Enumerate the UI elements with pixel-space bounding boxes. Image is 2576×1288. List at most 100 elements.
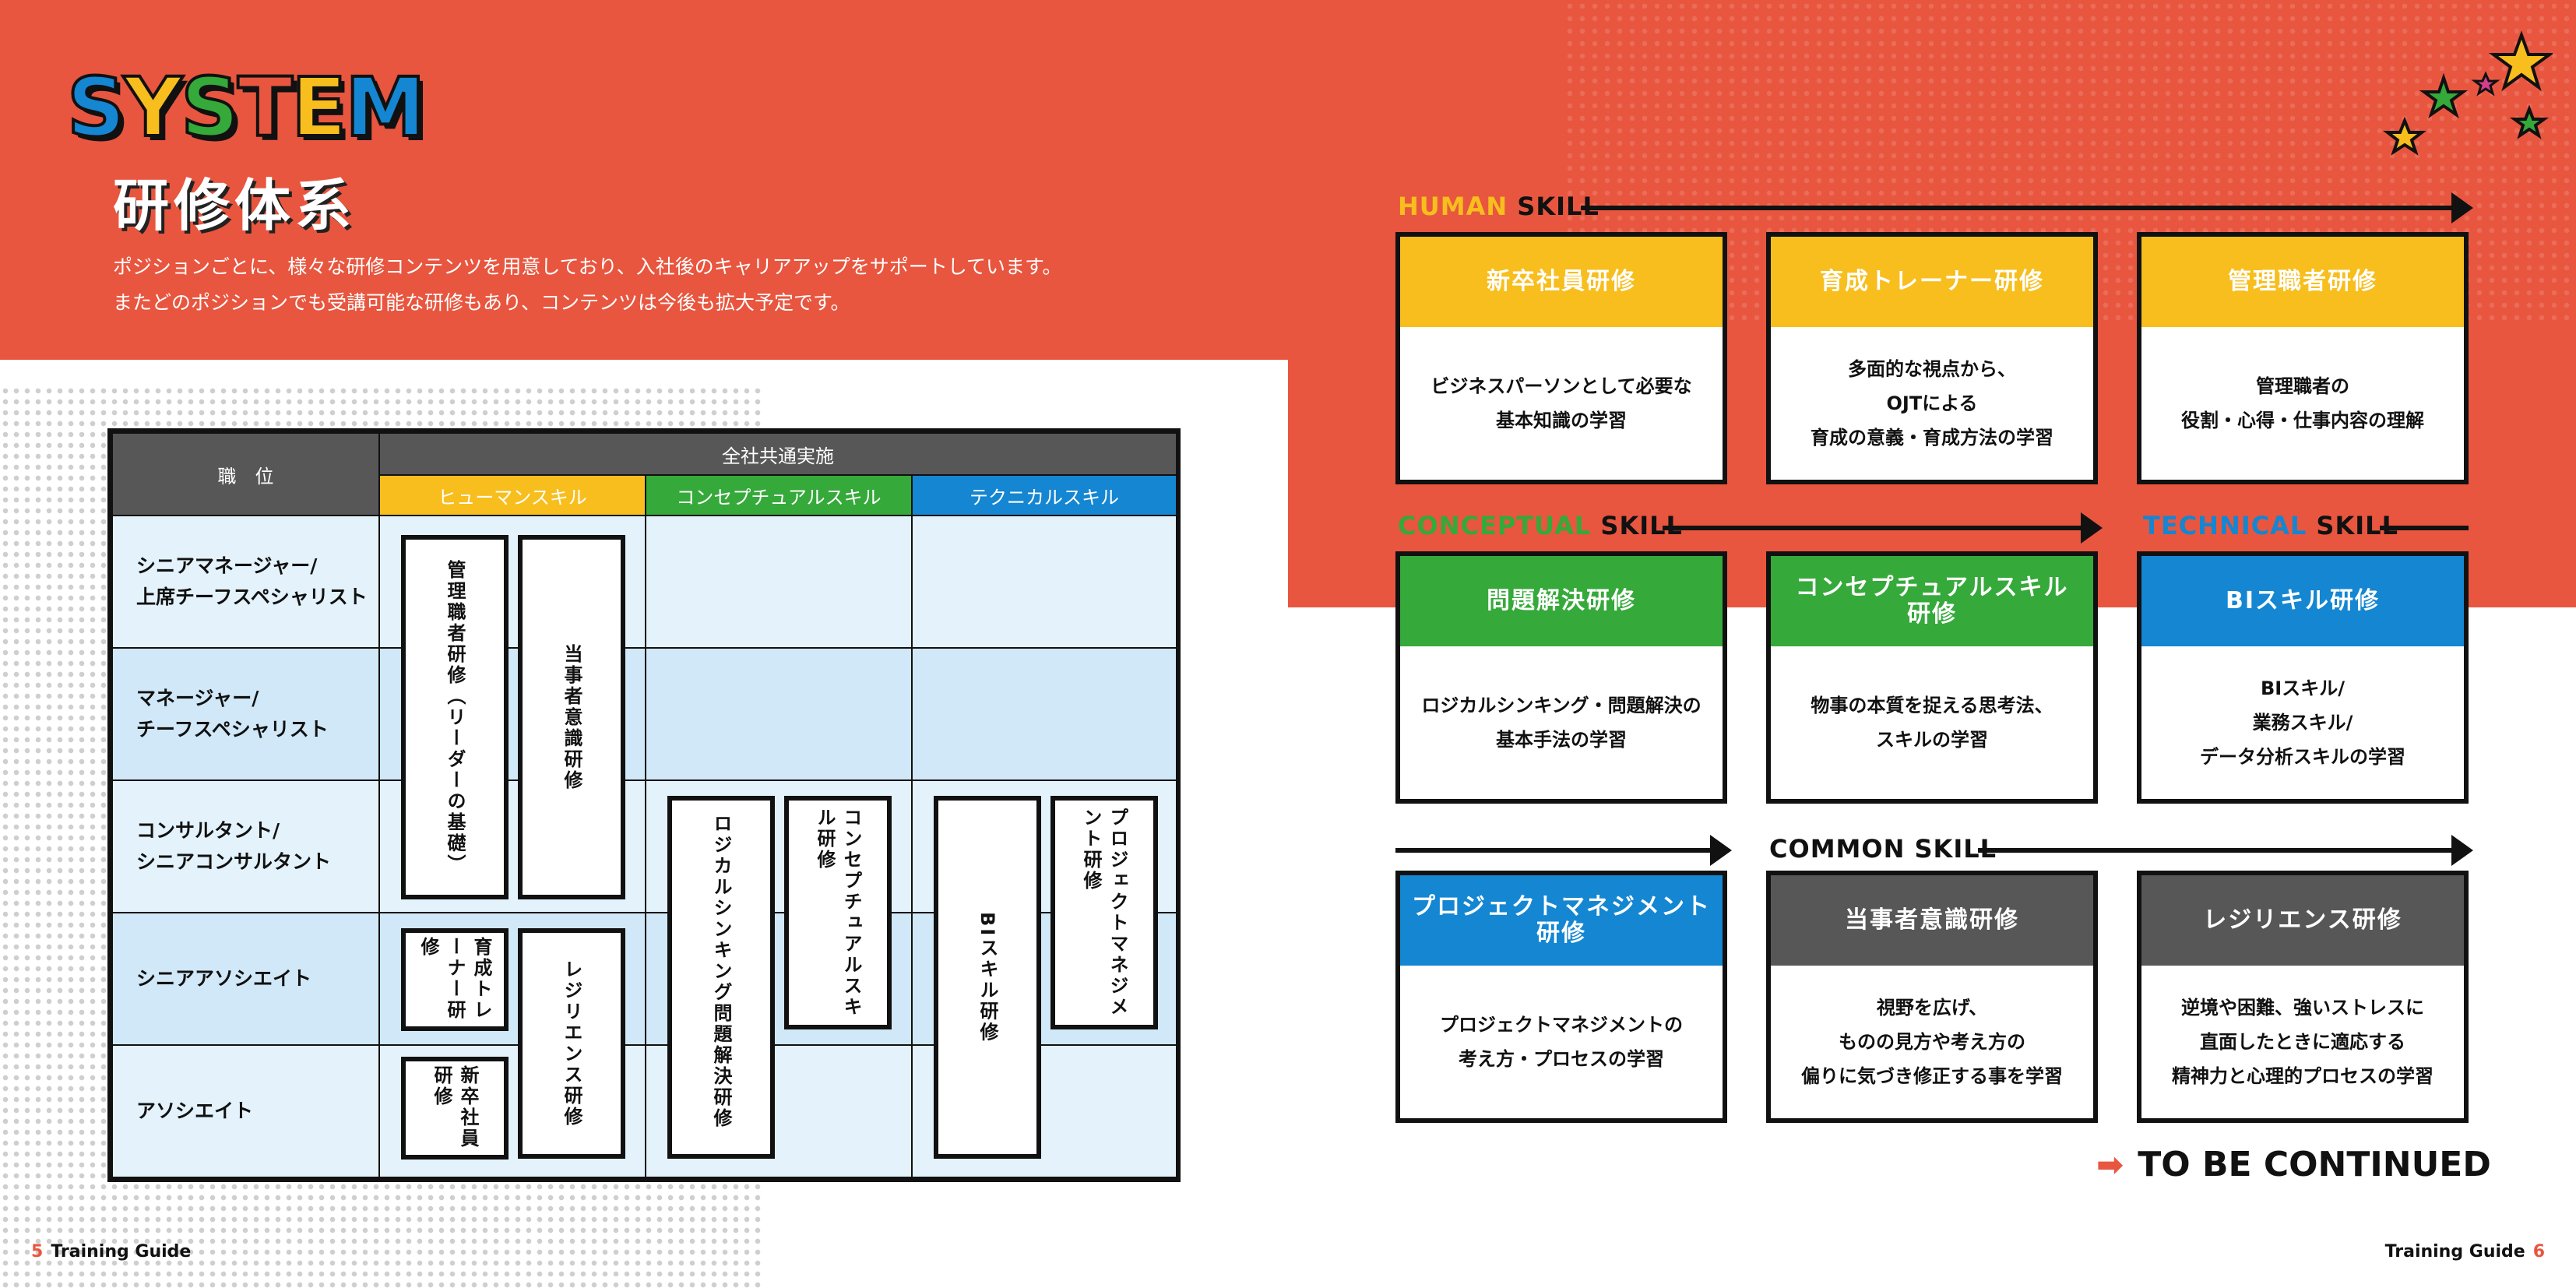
card-body: 管理職者の 役割・心得・仕事内容の理解 xyxy=(2181,375,2424,431)
skill-accent: HUMAN xyxy=(1398,192,1508,221)
card-body: BIスキル/ 業務スキル/ データ分析スキルの学習 xyxy=(2200,677,2405,768)
title-letter: T xyxy=(236,60,294,155)
card-body: 多面的な視点から、 OJTによる 育成の意義・育成方法の学習 xyxy=(1811,358,2053,449)
intro-line: ポジションごとに、様々な研修コンテンツを用意しており、入社後のキャリアアップをサ… xyxy=(113,255,1062,278)
card-resilience: レジリエンス研修 逆境や困難、強いストレスに 直面したときに適応する 精神力と心… xyxy=(2137,871,2469,1123)
human-skill-arrow xyxy=(1581,206,2458,210)
card-ownership: 当事者意識研修 視野を広げ、 ものの見方や考え方の 偏りに気づき修正する事を学習 xyxy=(1766,871,2098,1123)
card-conceptual: コンセプチュアルスキル 研修 物事の本質を捉える思考法、 スキルの学習 xyxy=(1766,551,2098,804)
grid-cell xyxy=(911,515,1177,649)
technical-skill-heading: TECHNICAL SKILL xyxy=(2143,511,2398,540)
box-leader-training: 管理職者研修（リーダーの基礎） xyxy=(401,535,509,899)
footer-right: Training Guide 6 xyxy=(2385,1242,2553,1262)
card-problem-solving: 問題解決研修 ロジカルシンキング・問題解決の 基本手法の学習 xyxy=(1395,551,1727,804)
card-title: BIスキル研修 xyxy=(2141,556,2464,646)
card-trainer: 育成トレーナー研修 多面的な視点から、 OJTによる 育成の意義・育成方法の学習 xyxy=(1766,232,2098,484)
box-resilience-training: レジリエンス研修 xyxy=(518,928,625,1159)
row-label-line: コンサルタント/ xyxy=(136,819,280,842)
common-header: 全社共通実施 xyxy=(378,432,1177,476)
card-title: 育成トレーナー研修 xyxy=(1771,237,2093,327)
human-skill-heading: HUMAN SKILL xyxy=(1398,192,1599,221)
row-label: シニアマネージャー/上席チーフスペシャリスト xyxy=(111,515,380,649)
box-ownership-training: 当事者意識研修 xyxy=(518,535,625,899)
card-body: 逆境や困難、強いストレスに 直面したときに適応する 精神力と心理的プロセスの学習 xyxy=(2172,997,2433,1087)
row-label: アソシエイト xyxy=(111,1044,380,1178)
page-title: 研修体系 xyxy=(113,173,357,238)
footer-label: Training Guide xyxy=(51,1242,192,1262)
system-title: SYSTEM xyxy=(65,60,428,155)
box-logical-training: ロジカルシンキング問題解決研修 xyxy=(667,796,775,1159)
arrow-head-icon xyxy=(1710,835,1732,866)
title-letter: S xyxy=(65,60,127,155)
stars-decoration xyxy=(2383,31,2553,156)
box-label: 新卒社員研修 xyxy=(431,1065,479,1149)
box-label: コンセプチュアルスキル研修 xyxy=(814,808,862,1018)
box-newgrad-training: 新卒社員研修 xyxy=(401,1057,509,1160)
title-letter: Y xyxy=(122,60,184,155)
card-title: 問題解決研修 xyxy=(1400,556,1723,646)
row-label-line: マネージャー/ xyxy=(136,687,259,709)
title-letter: M xyxy=(343,60,427,155)
card-title: 管理職者研修 xyxy=(2141,237,2464,327)
page-number: 5 xyxy=(31,1242,44,1262)
row-label-line: 上席チーフスペシャリスト xyxy=(136,586,368,608)
common-skill-heading: COMMON SKILL xyxy=(1769,834,1997,864)
card-title: コンセプチュアルスキル 研修 xyxy=(1771,556,2093,646)
title-letter: S xyxy=(179,60,241,155)
conceptual-skill-header: コンセプチュアルスキル xyxy=(645,474,913,516)
card-body: 視野を広げ、 ものの見方や考え方の 偏りに気づき修正する事を学習 xyxy=(1801,997,2063,1087)
arrow-head-icon xyxy=(2081,512,2103,544)
card-body: ロジカルシンキング・問題解決の 基本手法の学習 xyxy=(1421,695,1701,751)
card-body: ビジネスパーソンとして必要な 基本知識の学習 xyxy=(1431,375,1692,431)
box-label: 当事者意識研修 xyxy=(561,643,582,791)
technical-skill-header: テクニカルスキル xyxy=(911,474,1177,516)
box-bi-training: BIスキル研修 xyxy=(934,796,1041,1159)
card-body: 物事の本質を捉える思考法、 スキルの学習 xyxy=(1811,695,2053,751)
to-be-continued: ➡ TO BE CONTINUED xyxy=(2096,1145,2491,1184)
arrow-head-icon xyxy=(2451,835,2473,866)
box-pm-training: プロジェクトマネジメント研修 xyxy=(1050,796,1158,1029)
human-skill-header: ヒューマンスキル xyxy=(378,474,646,516)
grid-cell xyxy=(911,647,1177,781)
card-title: 当事者意識研修 xyxy=(1771,875,2093,966)
box-conceptual-training: コンセプチュアルスキル研修 xyxy=(784,796,892,1029)
technical-skill-line xyxy=(2380,526,2469,530)
row-label: シニアアソシエイト xyxy=(111,912,380,1046)
intro-text: ポジションごとに、様々な研修コンテンツを用意しており、入社後のキャリアアップをサ… xyxy=(113,249,1062,321)
intro-line: またどのポジションでも受講可能な研修もあり、コンテンツは今後も拡大予定です。 xyxy=(113,291,850,314)
box-label: 管理職者研修（リーダーの基礎） xyxy=(444,559,466,875)
conceptual-skill-heading: CONCEPTUAL SKILL xyxy=(1398,511,1683,540)
title-letter: E xyxy=(290,60,348,155)
grid-cell xyxy=(645,515,913,649)
training-table: 職 位 全社共通実施 ヒューマンスキル コンセプチュアルスキル テクニカルスキル… xyxy=(107,428,1181,1182)
footer-label: Training Guide xyxy=(2384,1242,2525,1262)
row-label-line: シニアマネージャー/ xyxy=(136,554,318,577)
box-label: レジリエンス研修 xyxy=(561,959,582,1128)
row-label: コンサルタント/シニアコンサルタント xyxy=(111,779,380,913)
conceptual-skill-arrow xyxy=(1663,526,2088,530)
card-body: プロジェクトマネジメントの 考え方・プロセスの学習 xyxy=(1440,1014,1683,1070)
card-bi: BIスキル研修 BIスキル/ 業務スキル/ データ分析スキルの学習 xyxy=(2137,551,2469,804)
row-label-line: チーフスペシャリスト xyxy=(136,718,329,741)
box-label: BIスキル研修 xyxy=(977,911,998,1043)
skill-accent: TECHNICAL xyxy=(2143,511,2307,540)
row-label: マネージャー/チーフスペシャリスト xyxy=(111,647,380,781)
arrow-right-icon: ➡ xyxy=(2096,1145,2124,1184)
position-header: 職 位 xyxy=(111,432,380,516)
card-title: レジリエンス研修 xyxy=(2141,875,2464,966)
arrow-head-icon xyxy=(2451,192,2473,223)
card-project-management: プロジェクトマネジメント 研修 プロジェクトマネジメントの 考え方・プロセスの学… xyxy=(1395,871,1727,1123)
page-number: 6 xyxy=(2532,1242,2545,1262)
box-label: ロジカルシンキング問題解決研修 xyxy=(710,814,732,1129)
card-title: 新卒社員研修 xyxy=(1400,237,1723,327)
row-label-line: シニアコンサルタント xyxy=(136,850,332,873)
box-label: 育成トレーナー研修 xyxy=(417,937,492,1021)
common-skill-arrow-left xyxy=(1395,848,1716,853)
common-skill-arrow-right xyxy=(1978,848,2458,853)
grid-cell xyxy=(645,647,913,781)
card-manager: 管理職者研修 管理職者の 役割・心得・仕事内容の理解 xyxy=(2137,232,2469,484)
box-label: プロジェクトマネジメント研修 xyxy=(1080,808,1128,1018)
card-title: プロジェクトマネジメント 研修 xyxy=(1400,875,1723,966)
skill-accent: CONCEPTUAL xyxy=(1398,511,1592,540)
box-trainer-training: 育成トレーナー研修 xyxy=(401,928,509,1031)
